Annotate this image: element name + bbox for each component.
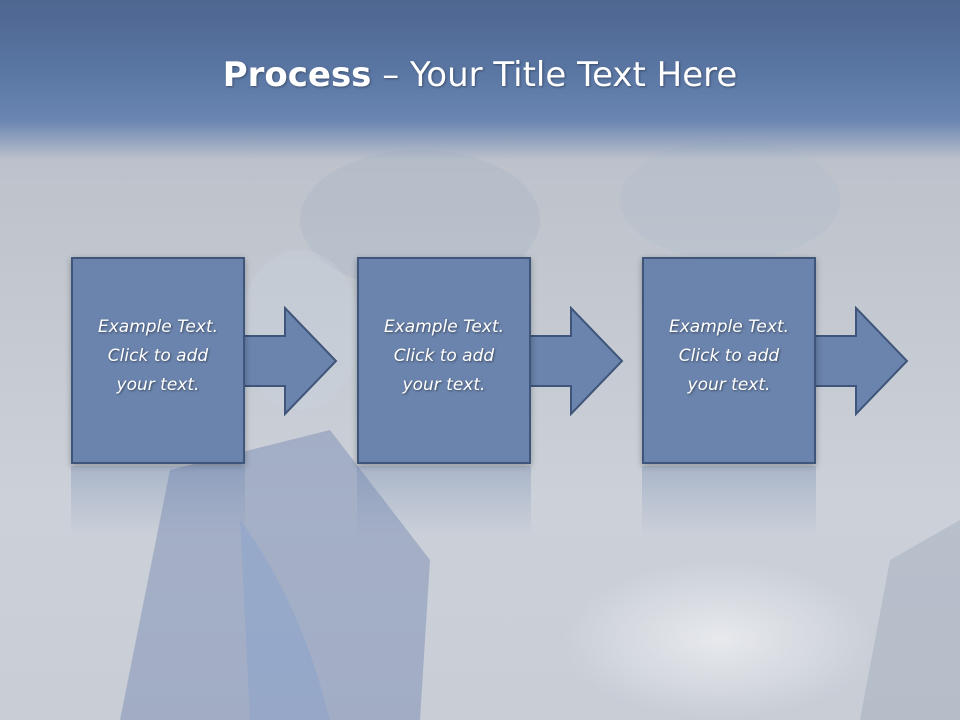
step-text-3: Example Text. Click to add your text. xyxy=(668,317,790,395)
step-box-3[interactable]: Example Text. Click to add your text. xyxy=(642,257,816,464)
step-box-1[interactable]: Example Text. Click to add your text. xyxy=(71,257,245,464)
light-glow xyxy=(560,560,880,720)
arrow-right-icon xyxy=(240,306,338,416)
step-text-1: Example Text. Click to add your text. xyxy=(97,317,219,395)
step-reflection-2 xyxy=(357,466,531,536)
step-text-2: Example Text. Click to add your text. xyxy=(383,317,505,395)
arrow-right-icon xyxy=(526,306,624,416)
header-band xyxy=(0,0,960,160)
title-bold: Process xyxy=(222,55,372,95)
step-box-2[interactable]: Example Text. Click to add your text. xyxy=(357,257,531,464)
slide-title[interactable]: Process – Your Title Text Here xyxy=(0,52,960,98)
arrow-right-icon xyxy=(811,306,909,416)
title-rest: – Your Title Text Here xyxy=(371,55,738,95)
step-reflection-3 xyxy=(642,466,816,536)
step-reflection-1 xyxy=(71,466,245,536)
